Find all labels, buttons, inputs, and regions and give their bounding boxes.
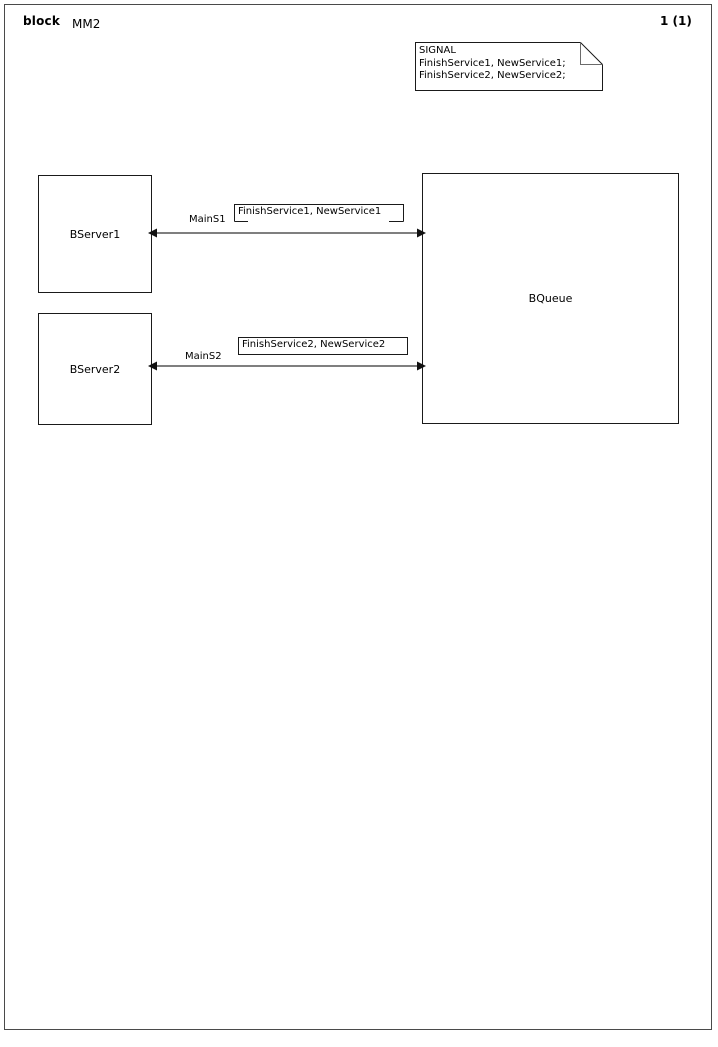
signal-list-box-icon: [238, 337, 408, 355]
note-shape-icon: [415, 42, 603, 91]
signal-list-box-icon: [234, 204, 404, 222]
signal-list-text-mains1: FinishService1, NewService1: [238, 206, 382, 217]
signal-list-text-mains2: FinishService2, NewService2: [242, 339, 386, 350]
signal-declaration-note: SIGNAL FinishService1, NewService1; Fini…: [415, 42, 603, 91]
channel-arrow-bidirectional-icon: [148, 228, 426, 238]
block-symbol-bserver2[interactable]: BServer2: [38, 313, 152, 425]
signal-declaration-text: SIGNAL FinishService1, NewService1; Fini…: [419, 45, 566, 81]
signal-list-mains2: FinishService2, NewService2: [238, 337, 408, 355]
diagram-kind-label: block: [23, 14, 61, 28]
block-label-bqueue: BQueue: [528, 292, 573, 305]
signal-list-mains1: FinishService1, NewService1: [234, 204, 404, 222]
channel-mains2[interactable]: [148, 355, 426, 377]
block-symbol-bserver1[interactable]: BServer1: [38, 175, 152, 293]
channel-name-mains2: MainS2: [185, 351, 222, 362]
channel-name-mains1: MainS1: [189, 214, 226, 225]
block-label-bserver1: BServer1: [69, 227, 121, 241]
diagram-name-label: MM2: [72, 17, 101, 31]
block-label-bserver2: BServer2: [69, 362, 121, 376]
page-frame-border: [4, 4, 712, 1030]
block-symbol-bqueue[interactable]: BQueue: [422, 173, 679, 424]
channel-arrow-bidirectional-icon: [148, 361, 426, 371]
channel-mains1[interactable]: [148, 222, 426, 244]
page-number-label: 1 (1): [660, 14, 692, 28]
